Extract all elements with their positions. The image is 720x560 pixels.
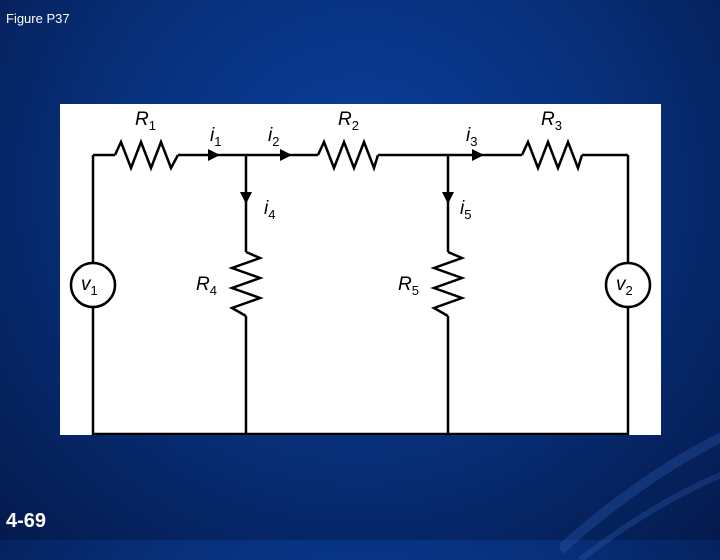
arrow-i3-icon [472, 149, 484, 161]
resistor-r3 [520, 138, 584, 172]
arrow-i2-icon [280, 149, 292, 161]
label-i5: i5 [460, 198, 471, 222]
circuit-diagram: R1 R2 R3 R4 R5 i1 i2 i3 i4 i5 v1 v2 [69, 109, 652, 435]
label-r5: R5 [398, 274, 419, 298]
label-i2: i2 [268, 125, 279, 149]
resistor-r2 [316, 138, 380, 172]
resistor-r4 [228, 250, 264, 318]
label-i3: i3 [466, 125, 477, 149]
circuit-figure: R1 R2 R3 R4 R5 i1 i2 i3 i4 i5 v1 v2 [60, 104, 661, 435]
label-v2: v2 [616, 274, 633, 298]
label-r2: R2 [338, 109, 359, 133]
label-r3: R3 [541, 109, 562, 133]
label-v1: v1 [81, 274, 98, 298]
resistor-r5 [430, 250, 466, 318]
voltage-source-v1 [69, 261, 117, 309]
arrow-i4-icon [240, 192, 252, 204]
wires [91, 153, 630, 435]
voltage-source-v2 [604, 261, 652, 309]
slide-number: 4-69 [6, 510, 47, 532]
figure-caption: Figure P37 [6, 11, 70, 26]
label-i4: i4 [264, 198, 275, 222]
resistor-r1 [113, 138, 180, 172]
arrow-i1-icon [208, 149, 220, 161]
label-i1: i1 [210, 125, 221, 149]
arrow-i5-icon [442, 192, 454, 204]
label-r1: R1 [135, 109, 156, 133]
label-r4: R4 [196, 274, 217, 298]
